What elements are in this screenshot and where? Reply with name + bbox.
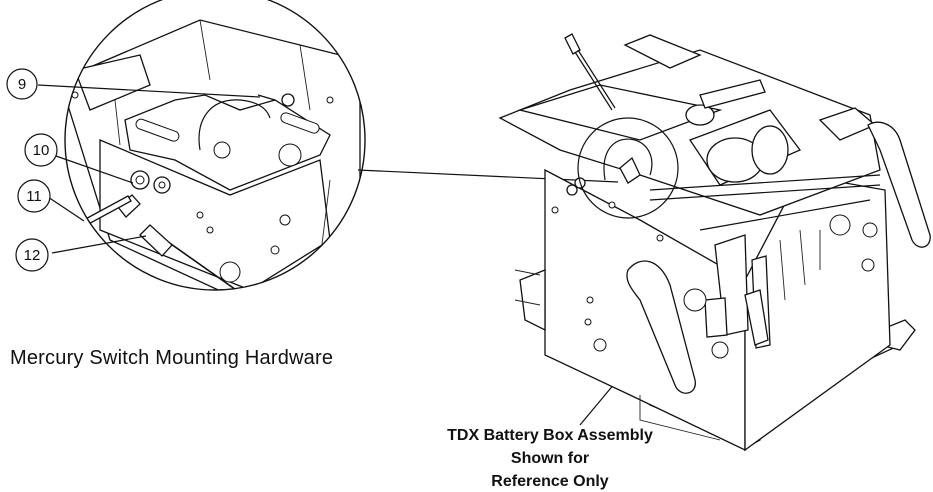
svg-text:11: 11 bbox=[26, 188, 42, 205]
callout-11: 11 bbox=[17, 179, 51, 213]
svg-text:9: 9 bbox=[18, 76, 26, 93]
detail-caption: Mercury Switch Mounting Hardware bbox=[10, 347, 334, 369]
battery-box-assembly bbox=[498, 33, 931, 452]
leader-lines bbox=[37, 84, 631, 426]
assembly-caption: TDX Battery Box Assembly Shown for Refer… bbox=[440, 424, 660, 492]
assembly-caption-line1: TDX Battery Box Assembly bbox=[447, 427, 653, 444]
svg-text:12: 12 bbox=[24, 247, 41, 264]
detail-view bbox=[64, 0, 366, 291]
callout-12: 12 bbox=[15, 238, 49, 272]
svg-text:10: 10 bbox=[33, 142, 50, 159]
assembly-caption-line2: Shown for bbox=[510, 450, 590, 467]
callout-9: 9 bbox=[6, 68, 38, 100]
assembly-caption-line3: Reference Only bbox=[491, 473, 609, 490]
callout-10: 10 bbox=[24, 133, 58, 167]
